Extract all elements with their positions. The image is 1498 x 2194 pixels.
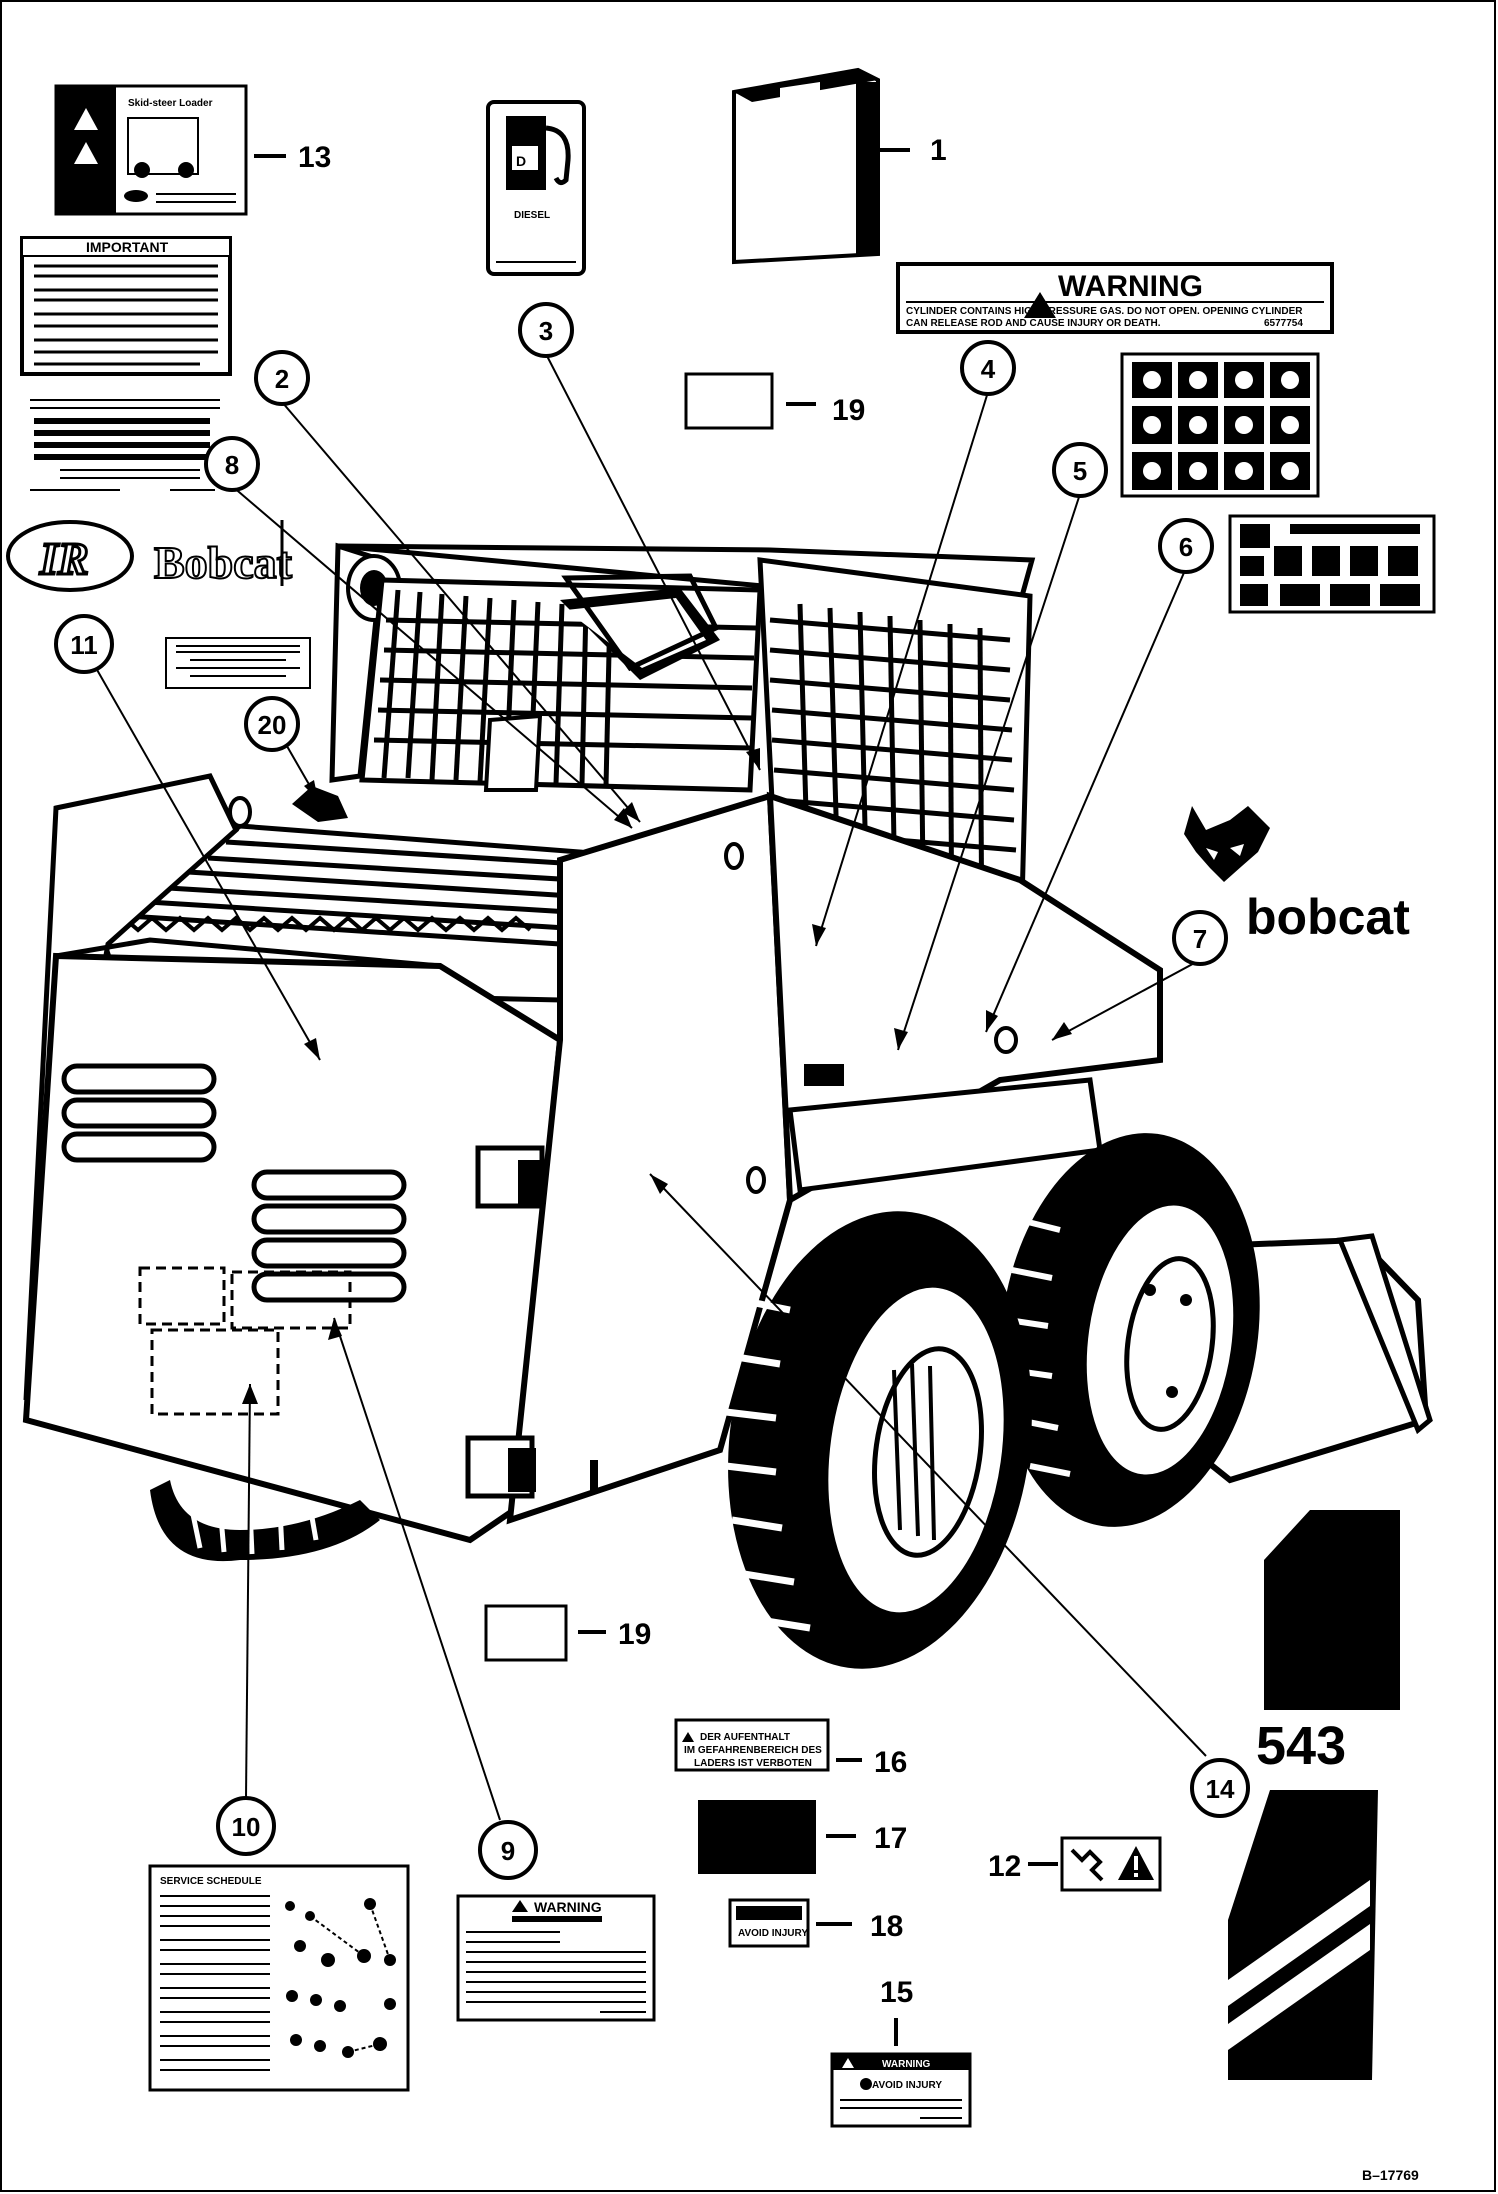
decal-13-operator-manual: Skid-steer Loader (54, 84, 248, 216)
callout-4: 4 (960, 340, 1016, 396)
label-13: 13 (298, 141, 331, 174)
rear-left-tire (150, 1480, 380, 1562)
fan-warning-title: WARNING (882, 2059, 931, 2070)
rear-door-vents (61, 1063, 407, 1303)
callout-11: 11 (54, 614, 114, 674)
callout-8-number: 8 (225, 450, 239, 480)
german-warning-3: LADERS IST VERBOTEN (694, 1758, 812, 1769)
callout-6: 6 (1158, 518, 1214, 574)
decal-9-title: WARNING (534, 1899, 602, 1915)
fan-warning-sub: AVOID INJURY (872, 2080, 942, 2091)
callout-14: 14 (1190, 1758, 1250, 1818)
decal-placeholder-10 (150, 1328, 280, 1416)
callout-11-number: 11 (70, 630, 98, 660)
bobcat-wordmark: bobcat (1246, 889, 1410, 945)
decal-19-bottom (484, 1604, 568, 1662)
label-15: 15 (880, 1976, 913, 2009)
front-left-tire (725, 1211, 1032, 1669)
cab-front-screen (373, 589, 757, 787)
bobcat-logo: bobcat (1184, 806, 1410, 945)
decal-19-top (684, 372, 774, 430)
decal-model-stripes: 543 (1228, 1510, 1400, 2080)
decal-engine-info (165, 637, 311, 689)
callout-2-number: 2 (275, 364, 289, 394)
decal-serial-plate (30, 399, 220, 491)
service-schedule-title: SERVICE SCHEDULE (160, 1876, 262, 1887)
callout-9-number: 9 (501, 1836, 515, 1866)
decal-5-pictorial-safety (1120, 352, 1320, 498)
callout-3: 3 (518, 302, 574, 358)
model-number: 543 (1256, 1716, 1346, 1776)
callout-2: 2 (254, 350, 310, 406)
callout-5-number: 5 (1073, 456, 1087, 486)
callout-8: 8 (204, 436, 260, 492)
decal-1-package (732, 67, 880, 265)
fuel-label: DIESEL (514, 210, 550, 221)
decal-16-german-warning: DER AUFENTHALT IM GEFAHRENBEREICH DES LA… (674, 1718, 830, 1772)
drawing-number: B–17769 (1362, 2167, 1419, 2183)
label-16: 16 (874, 1746, 907, 1779)
callout-6-number: 6 (1179, 532, 1193, 562)
callout-leaders (95, 353, 1207, 1821)
decal-ir-bobcat-logo: IR Bobcat (6, 520, 294, 592)
decal-18-small-warning: AVOID INJURY (728, 1898, 810, 1948)
decal-placeholder-9b (230, 1270, 352, 1330)
decal-15-fan-warning: WARNING AVOID INJURY (830, 2052, 972, 2128)
decal-cylinder-warning: WARNING CYLINDER CONTAINS HIGH PRESSURE … (896, 262, 1334, 334)
german-warning-2: IM GEFAHRENBEREICH DES (684, 1745, 822, 1756)
callout-3-number: 3 (539, 316, 553, 346)
label-1: 1 (930, 134, 947, 167)
callout-20-number: 20 (258, 710, 287, 740)
callout-10-number: 10 (232, 1812, 261, 1842)
bobcat-outline-wordmark: Bobcat (154, 537, 293, 588)
label-12: 12 (988, 1850, 1021, 1883)
decal-17-black-panel (698, 1800, 816, 1874)
label-18: 18 (870, 1910, 903, 1943)
cylinder-warning-text-1: CYLINDER CONTAINS HIGH PRESSURE GAS. DO … (906, 306, 1303, 317)
cylinder-warning-title: WARNING (1058, 270, 1203, 303)
german-warning-1: DER AUFENTHALT (700, 1732, 790, 1743)
decal-important: IMPORTANT (20, 236, 232, 376)
cylinder-warning-text-2: CAN RELEASE ROD AND CAUSE INJURY OR DEAT… (906, 318, 1161, 329)
decal-placeholder-9a (138, 1266, 226, 1326)
ir-logo-text: IR (39, 533, 89, 584)
callout-4-number: 4 (981, 354, 996, 384)
decal-6-warning-pictorial (1228, 514, 1436, 614)
front-right-tire-back (1000, 1133, 1260, 1527)
fuel-letter: D (516, 153, 526, 169)
decal-12-pinch-warning (1060, 1836, 1162, 1892)
decal-18-text: AVOID INJURY (738, 1928, 808, 1939)
callout-14-number: 14 (1206, 1774, 1235, 1804)
decal-3-diesel-fuel: D DIESEL (486, 100, 586, 276)
important-title: IMPORTANT (86, 239, 169, 255)
decal-9-warning: WARNING (456, 1894, 656, 2022)
label-19-bottom: 19 (618, 1618, 651, 1651)
manual-title: Skid-steer Loader (128, 98, 213, 109)
label-19-top: 19 (832, 394, 865, 427)
callout-5: 5 (1052, 442, 1108, 498)
label-17: 17 (874, 1822, 907, 1855)
callout-7-number: 7 (1193, 924, 1207, 954)
cylinder-warning-code: 6577754 (1264, 318, 1303, 329)
skid-steer-loader-illustration (22, 542, 1433, 1669)
callout-7: 7 (1172, 910, 1228, 966)
callout-20: 20 (244, 696, 300, 752)
callout-9: 9 (478, 1820, 538, 1880)
callout-10: 10 (216, 1796, 276, 1856)
decal-10-service-schedule: SERVICE SCHEDULE (148, 1864, 410, 2092)
